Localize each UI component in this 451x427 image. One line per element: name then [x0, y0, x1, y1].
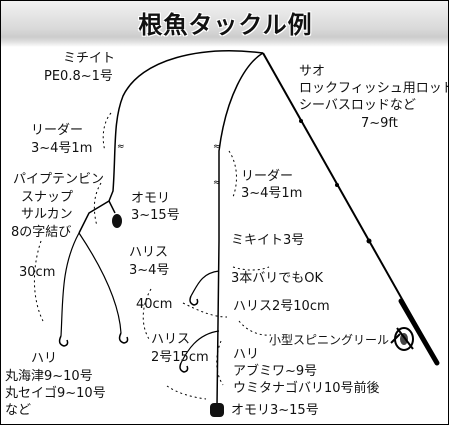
hook-left-label-title: ハリ	[31, 351, 58, 366]
harisu-right-top-label: ハリス2号10cm	[233, 299, 330, 314]
leader-left-label-title: リーダー	[31, 123, 84, 138]
three-hooks-label: 3本バリでもOK	[231, 271, 324, 286]
reel-label: 小型スピニングリール	[269, 333, 390, 347]
swivel-label-3: サルカン	[21, 207, 73, 222]
rod-label-spec-1: ロックフィッシュ用ロッド	[299, 81, 449, 96]
main-line-left	[108, 50, 264, 202]
rod-label-length: 7~9ft	[361, 116, 398, 131]
leader-left-label-spec: 3~4号1m	[31, 141, 93, 156]
rod-label-spec-2: シーバスロッドなど	[299, 98, 416, 113]
hook-right-label-title: ハリ	[233, 347, 260, 362]
harisu-right-bottom-label-spec: 2号15cm	[151, 350, 209, 365]
hook-left-label-etc: など	[5, 403, 32, 418]
harisu-left-label-title: ハリス	[129, 245, 169, 260]
length-40-label: 40cm	[136, 297, 173, 312]
diagram-title: 根魚タックル例	[138, 11, 313, 39]
rod-label-title: サオ	[299, 64, 326, 79]
right-rig	[179, 270, 224, 417]
harisu-left-label-spec: 3~4号	[129, 263, 170, 278]
main-line-right	[216, 52, 264, 407]
leader-right-label-spec: 3~4号1m	[241, 186, 303, 201]
title-band	[1, 1, 448, 47]
sinker-left-label-title: オモリ	[131, 191, 171, 206]
hook-right-label-spec-2: ウミタナゴバリ10号前後	[233, 381, 380, 396]
sinker-right-label: オモリ3~15号	[231, 403, 319, 418]
hook-left-label-spec-1: 丸海津9~10号	[5, 369, 93, 384]
harisu-right-bottom-label-title: ハリス	[151, 332, 191, 347]
swivel-label-4: 8の字結び	[11, 225, 72, 240]
length-30-label: 30cm	[19, 265, 56, 280]
swivel-label-1: パイプテンビン	[13, 172, 105, 187]
leader-right-label-title: リーダー	[241, 169, 294, 184]
svg-text:≈: ≈	[213, 142, 221, 152]
main-line-label-title: ミチイト	[63, 51, 116, 66]
svg-text:≈: ≈	[213, 178, 221, 188]
left-rig	[58, 200, 129, 347]
mikito-label: ミキイト3号	[231, 233, 305, 248]
rod	[262, 52, 440, 366]
sinker-left-label-spec: 3~15号	[131, 208, 180, 223]
hook-right-label-spec-1: アブミワ~9号	[233, 364, 318, 379]
spinning-reel	[390, 327, 414, 351]
main-line-label-spec: PE0.8~1号	[44, 69, 113, 84]
swivel-label-2: スナップ	[21, 190, 74, 205]
hook-left-label-spec-2: 丸セイゴ9~10号	[5, 386, 106, 401]
svg-text:≈: ≈	[117, 142, 125, 152]
